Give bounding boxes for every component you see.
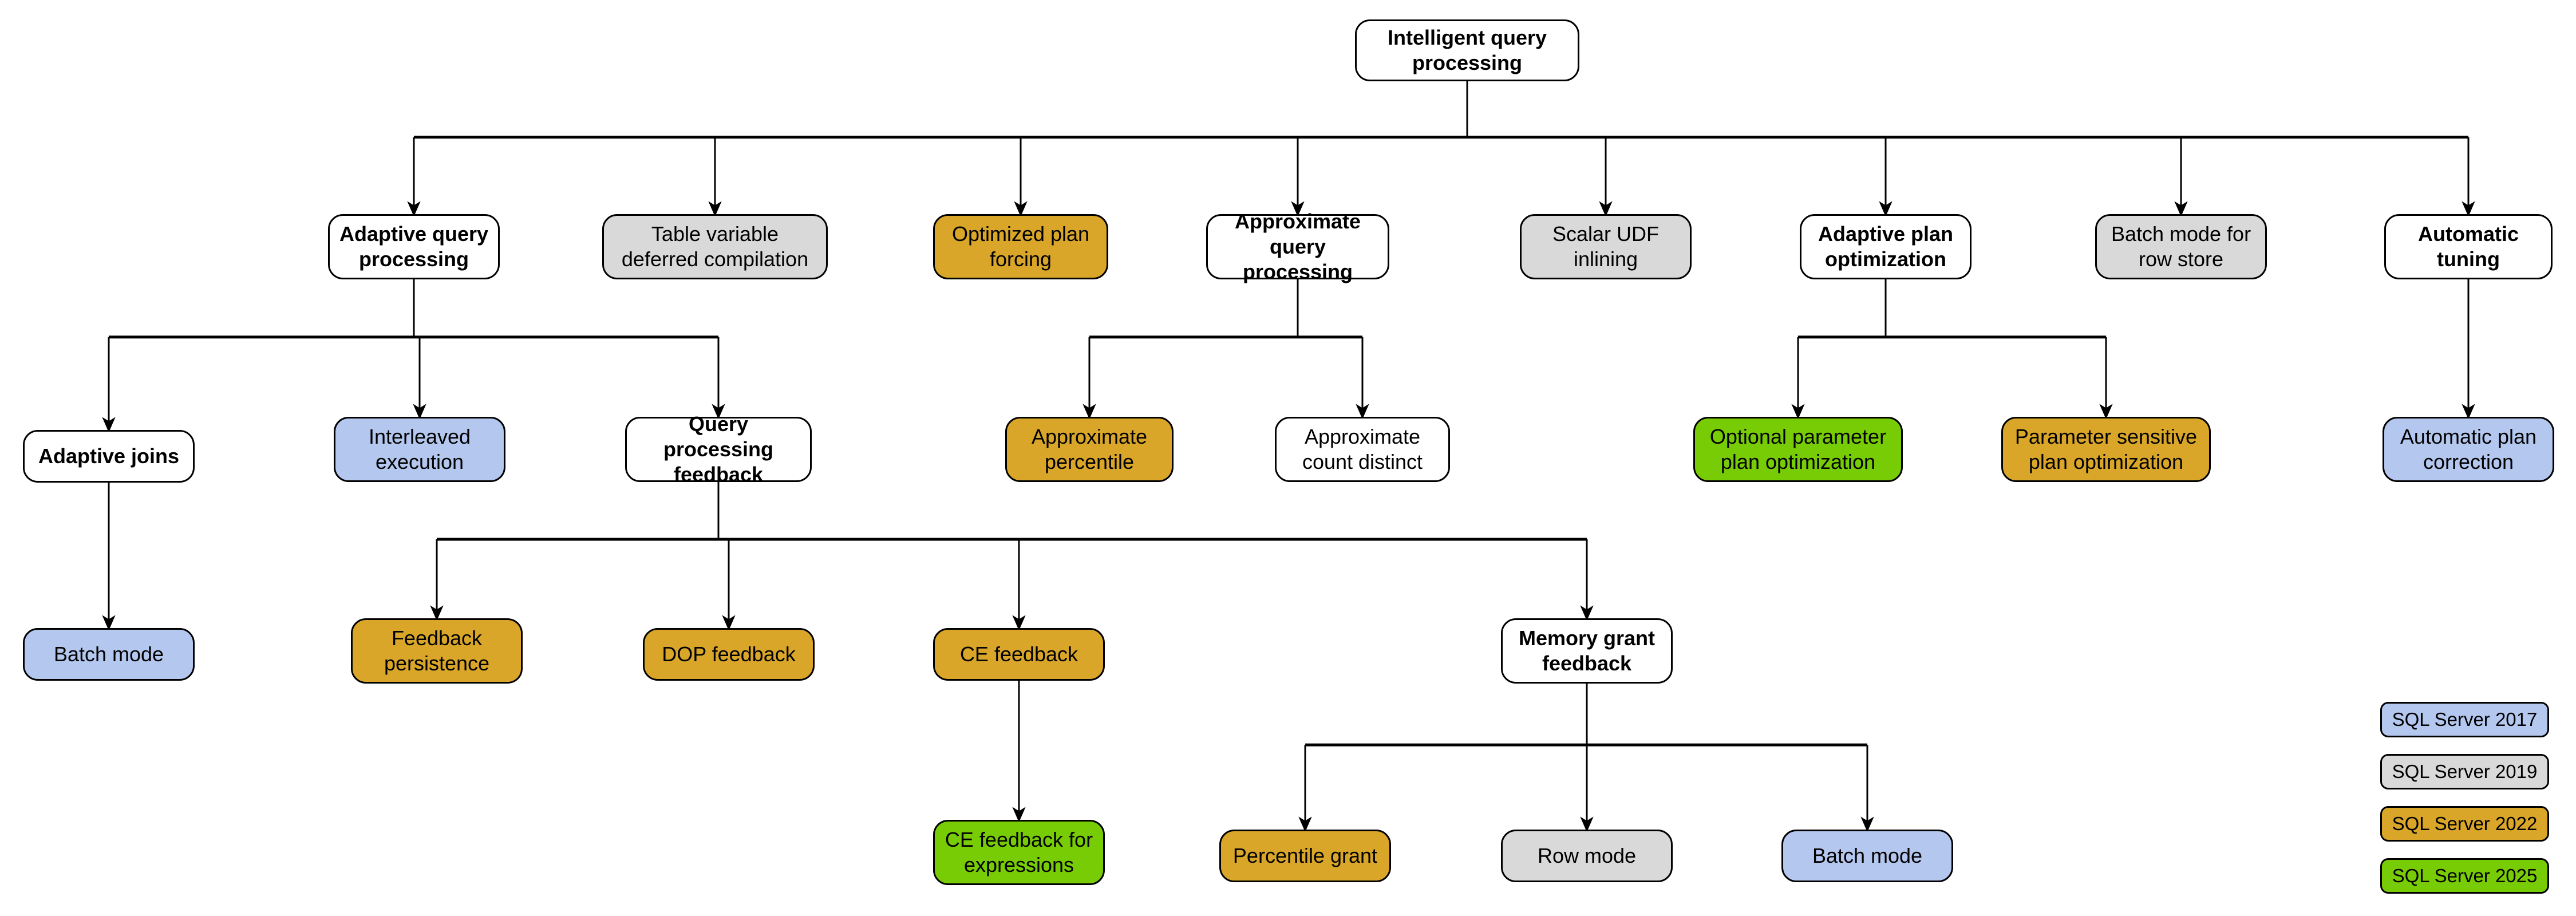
node-label-percentile-grant: Percentile grant [1232,844,1378,868]
node-feedback-persistence[interactable]: Feedback persistence [351,618,523,684]
node-label-table-variable-deferred: Table variable deferred compilation [621,222,809,271]
legend-sql-server-2022: SQL Server 2022 [2380,806,2549,842]
node-optimized-plan-forcing[interactable]: Optimized plan forcing [933,214,1108,279]
node-memory-grant-feedback[interactable]: Memory grant feedback [1501,618,1673,684]
legend-sql-server-2019-label: SQL Server 2019 [2392,761,2538,782]
node-interleaved-execution[interactable]: Interleaved execution [334,417,505,482]
node-table-variable-deferred[interactable]: Table variable deferred compilation [602,214,828,279]
node-scalar-udf-inlining[interactable]: Scalar UDF inlining [1520,214,1692,279]
node-batch-mode[interactable]: Batch mode [23,628,195,681]
node-label-feedback-persistence: Feedback persistence [384,626,490,675]
node-approximate-count-distinct[interactable]: Approximate count distinct [1275,417,1450,482]
node-label-adaptive-joins: Adaptive joins [38,444,180,468]
node-percentile-grant[interactable]: Percentile grant [1219,830,1391,882]
node-label-root: Intelligent query processing [1387,26,1547,74]
node-approximate-percentile[interactable]: Approximate percentile [1005,417,1174,482]
node-label-adaptive-query-processing: Adaptive query processing [339,222,489,271]
node-label-interleaved-execution: Interleaved execution [368,425,471,473]
legend-sql-server-2017-label: SQL Server 2017 [2392,709,2538,730]
legend-sql-server-2025: SQL Server 2025 [2380,858,2549,894]
node-label-batch-mode-row-store: Batch mode for row store [2111,222,2251,271]
node-label-ce-feedback: CE feedback [959,642,1078,666]
node-label-automatic-tuning: Automatic tuning [2417,222,2519,271]
node-label-row-mode: Row mode [1537,844,1637,868]
node-label-adaptive-plan-optimization: Adaptive plan optimization [1818,222,1954,271]
node-label-automatic-plan-correction: Automatic plan correction [2400,425,2537,473]
node-label-dop-feedback: DOP feedback [662,642,796,666]
node-root[interactable]: Intelligent query processing [1355,19,1579,81]
node-batch-mode-2[interactable]: Batch mode [1781,830,1953,882]
legend-sql-server-2025-label: SQL Server 2025 [2392,865,2538,886]
node-parameter-sensitive-plan-opt[interactable]: Parameter sensitive plan optimization [2001,417,2211,482]
node-adaptive-query-processing[interactable]: Adaptive query processing [328,214,500,279]
node-label-optional-parameter-plan-opt: Optional parameter plan optimization [1709,425,1887,473]
node-label-approximate-count-distinct: Approximate count distinct [1302,425,1423,473]
node-automatic-plan-correction[interactable]: Automatic plan correction [2383,417,2554,482]
node-label-memory-grant-feedback: Memory grant feedback [1518,626,1656,675]
node-batch-mode-row-store[interactable]: Batch mode for row store [2095,214,2267,279]
node-label-scalar-udf-inlining: Scalar UDF inlining [1552,222,1660,271]
node-query-processing-feedback[interactable]: Query processing feedback [625,412,812,486]
legend-sql-server-2017: SQL Server 2017 [2380,702,2549,737]
legend-sql-server-2019: SQL Server 2019 [2380,754,2549,789]
node-label-batch-mode-2: Batch mode [1812,844,1923,868]
node-label-parameter-sensitive-plan-opt: Parameter sensitive plan optimization [2014,425,2198,473]
node-label-ce-feedback-for-expressions: CE feedback for expressions [945,828,1093,876]
node-label-approximate-query-processing: Approximate query processing [1234,210,1361,283]
node-label-query-processing-feedback: Query processing feedback [663,412,774,486]
node-label-approximate-percentile: Approximate percentile [1031,425,1148,473]
node-optional-parameter-plan-opt[interactable]: Optional parameter plan optimization [1693,417,1903,482]
legend-sql-server-2022-label: SQL Server 2022 [2392,813,2538,834]
node-ce-feedback[interactable]: CE feedback [933,628,1105,681]
node-label-optimized-plan-forcing: Optimized plan forcing [951,222,1090,271]
node-adaptive-joins[interactable]: Adaptive joins [23,430,195,483]
node-adaptive-plan-optimization[interactable]: Adaptive plan optimization [1800,214,1971,279]
node-row-mode[interactable]: Row mode [1501,830,1673,882]
node-dop-feedback[interactable]: DOP feedback [643,628,815,681]
node-automatic-tuning[interactable]: Automatic tuning [2384,214,2553,279]
node-ce-feedback-for-expressions[interactable]: CE feedback for expressions [933,820,1105,885]
node-label-batch-mode: Batch mode [53,642,164,666]
node-approximate-query-processing[interactable]: Approximate query processing [1206,210,1389,283]
